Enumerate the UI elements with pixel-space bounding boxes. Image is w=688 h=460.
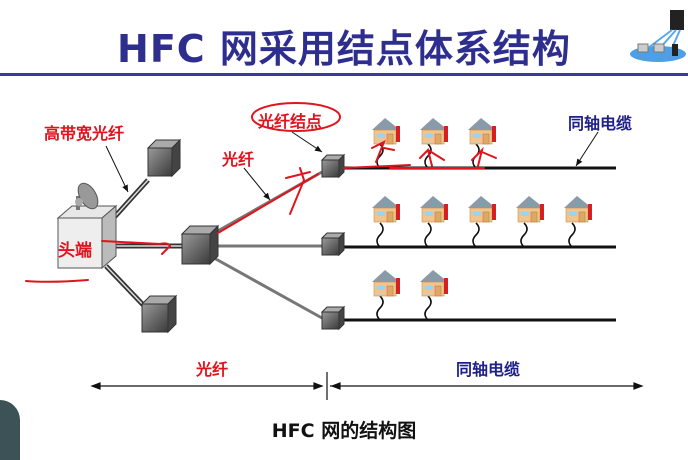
title-divider: [0, 73, 688, 76]
distribution-cube-top: [146, 138, 182, 178]
presenter-video-overlay: [0, 400, 20, 460]
handwritten-annotations: [25, 102, 497, 283]
fiber-node-circle-annotation: [251, 102, 341, 132]
span-fiber-label: 光纤: [196, 360, 229, 379]
coax-pointer-arrow: [575, 131, 599, 167]
fiber-label: 光纤: [222, 150, 255, 169]
fiber-links: [213, 170, 323, 320]
house-icon: [420, 118, 448, 169]
figure-caption: HFC 网的结构图: [271, 420, 417, 442]
fiber-trunk-pointer-arrow: [105, 145, 129, 193]
distribution-hub-cube: [180, 224, 220, 266]
fiber-node-2: [320, 231, 346, 257]
house-icon: [420, 270, 448, 321]
satellite-dish-icon: [75, 182, 99, 210]
hfc-diagram: [25, 102, 644, 400]
coax-cable-label: 同轴电缆: [568, 114, 633, 133]
house-icon: [372, 270, 400, 321]
house-icon: [468, 196, 496, 248]
fiber-link-pointer-arrow: [243, 167, 271, 201]
fiber-node-pointer-arrow: [291, 131, 323, 153]
house-icon: [468, 118, 496, 169]
span-indicator: [90, 372, 644, 400]
house-icon: [372, 196, 400, 248]
fiber-node-3: [320, 305, 346, 331]
house-icon: [564, 196, 592, 248]
headend: [56, 182, 118, 270]
house-icon: [516, 196, 544, 248]
page-title: HFC 网采用结点体系结构: [117, 27, 571, 71]
fiber-node-1: [320, 153, 346, 179]
span-coax-label: 同轴电缆: [456, 360, 521, 379]
fiber-node-label: 光纤结点: [258, 112, 323, 131]
high-bandwidth-fiber-label: 高带宽光纤: [44, 124, 125, 143]
headend-label: 头端: [58, 241, 92, 261]
high-bandwidth-fiber-links: [104, 178, 184, 312]
house-icon: [372, 118, 400, 169]
subscriber-houses: [372, 118, 592, 321]
network-logo-icon: [630, 10, 686, 62]
coax-lines: [344, 166, 616, 322]
distribution-cube-bottom: [140, 294, 178, 334]
house-icon: [420, 196, 448, 248]
